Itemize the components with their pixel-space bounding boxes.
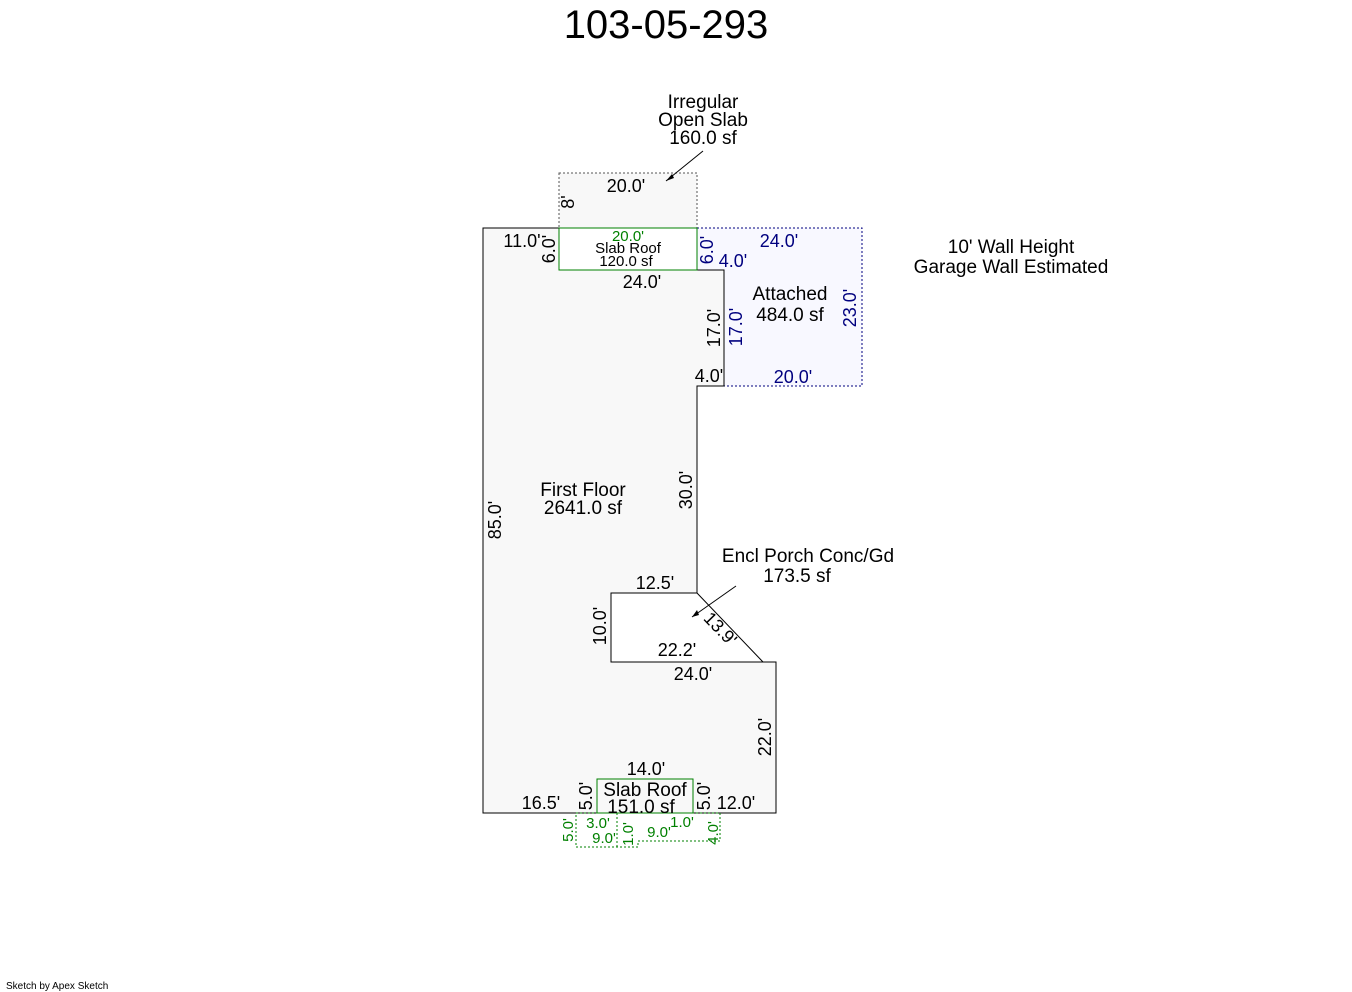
dim-slab-roof-right: 6.0' [697, 236, 717, 264]
dim-slab-roof-top: 20.0' [612, 228, 644, 245]
porch-name: Encl Porch Conc/Gd [722, 546, 894, 567]
dim-open-slab-top: 20.0' [607, 176, 645, 196]
dim-srb-14: 14.0' [627, 759, 665, 779]
dim-garage-17: 17.0' [726, 308, 746, 346]
open-slab-label-line1: Irregular [668, 92, 739, 113]
dim-porch-139: 13.9' [700, 608, 741, 650]
dim-porch-125: 12.5' [636, 573, 674, 593]
patio-outline [575, 812, 721, 848]
dim-patio-9b: 9.0' [647, 824, 671, 841]
dim-ff-24b: 24.0' [674, 664, 712, 684]
dim-ff-24: 24.0' [623, 272, 661, 292]
porch-leader [691, 585, 737, 618]
dim-srb-5a: 5.0' [576, 782, 596, 810]
open-slab-area [558, 172, 698, 229]
slab-roof-top-outline [558, 227, 698, 271]
dim-garage-20: 20.0' [774, 367, 812, 387]
note-wall-height: 10' Wall Height [948, 237, 1075, 258]
dim-ff-top-left: 11.0' [503, 231, 540, 251]
dim-patio-5: 5.0' [560, 818, 577, 842]
dim-garage-4: 4.0' [719, 251, 747, 271]
open-slab-area-value: 160.0 sf [669, 128, 737, 149]
porch-diagonal-wall [696, 592, 764, 663]
dim-porch-222: 22.2' [658, 640, 696, 660]
slab-roof-bottom-area: 151.0 sf [607, 797, 675, 818]
dim-ff-12: 12.0' [717, 793, 755, 813]
dim-ff-slab-side: 6.0' [539, 235, 559, 263]
dim-ff-85: 85.0' [485, 501, 505, 539]
dim-ff-30: 30.0' [676, 471, 696, 509]
dim-patio-4: 4.0' [705, 821, 722, 845]
slab-roof-top-area: 120.0 sf [599, 253, 653, 270]
dim-patio-1a: 1.0' [620, 822, 637, 846]
note-garage-wall: Garage Wall Estimated [914, 257, 1109, 278]
dim-open-slab-side: 8' [558, 195, 578, 208]
garage-area-value: 484.0 sf [756, 305, 824, 326]
porch-area: 173.5 sf [763, 566, 831, 587]
dim-garage-24: 24.0' [760, 231, 798, 251]
dim-ff-165: 16.5' [522, 793, 560, 813]
dim-patio-9a: 9.0' [592, 830, 616, 847]
slab-roof-bottom-name: Slab Roof [603, 780, 687, 801]
dim-patio-3: 3.0' [586, 815, 610, 832]
dim-patio-1b: 1.0' [670, 814, 694, 831]
dim-ff-17: 17.0' [704, 309, 724, 347]
dim-ff-22: 22.0' [755, 718, 775, 756]
dim-srb-5b: 5.0' [694, 782, 714, 810]
open-slab-label-line2: Open Slab [658, 110, 748, 131]
dim-ff-4: 4.0' [695, 366, 723, 386]
first-floor-name: First Floor [540, 480, 626, 501]
dim-garage-23: 23.0' [840, 289, 860, 327]
sketch-credit: Sketch by Apex Sketch [6, 981, 108, 992]
slab-roof-top-name: Slab Roof [595, 240, 662, 257]
garage-name: Attached [753, 284, 828, 305]
sketch-title: 103-05-293 [564, 3, 769, 47]
first-floor-area: 2641.0 sf [544, 498, 623, 519]
dim-porch-10: 10.0' [590, 607, 610, 645]
